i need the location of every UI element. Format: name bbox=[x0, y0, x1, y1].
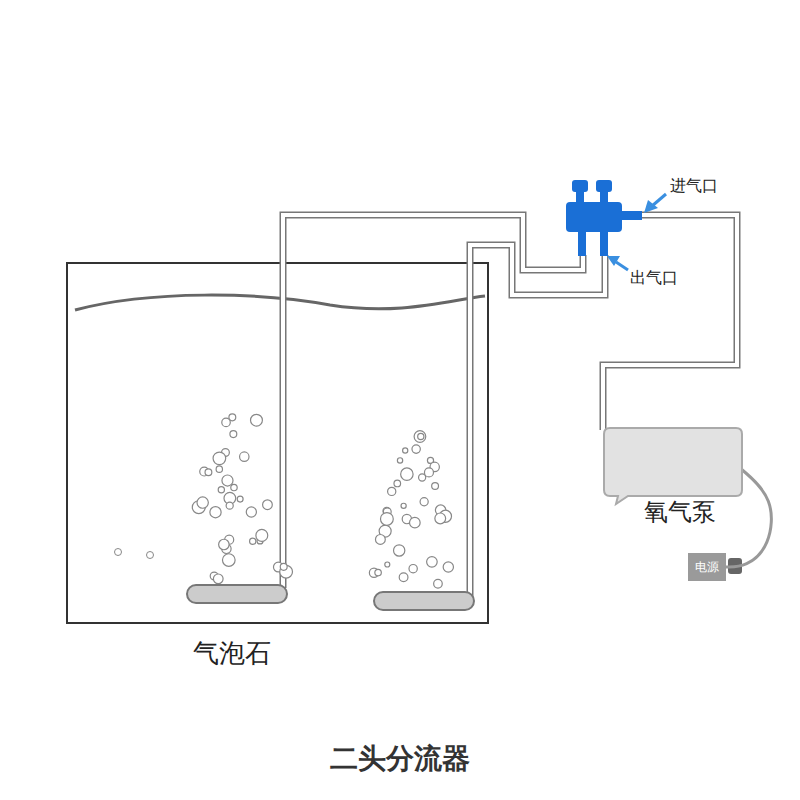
power-box: 电源 bbox=[688, 553, 726, 581]
part-label: 气泡石 bbox=[193, 636, 271, 671]
fish-tank bbox=[67, 263, 488, 623]
caption: 二头分流器 bbox=[0, 740, 800, 778]
port-label: 出气口 bbox=[630, 268, 678, 289]
air-pump: 氧气泵 bbox=[600, 424, 746, 532]
node-label: 氧气泵 bbox=[630, 496, 716, 532]
callout-arrow bbox=[607, 194, 666, 270]
power-label: 电源 bbox=[692, 557, 722, 578]
air-stone bbox=[187, 585, 287, 603]
bubbles bbox=[115, 414, 454, 588]
air-stone bbox=[374, 592, 474, 610]
splitter bbox=[566, 180, 642, 256]
port-label: 进气口 bbox=[670, 176, 718, 197]
air-tubes bbox=[283, 215, 737, 598]
